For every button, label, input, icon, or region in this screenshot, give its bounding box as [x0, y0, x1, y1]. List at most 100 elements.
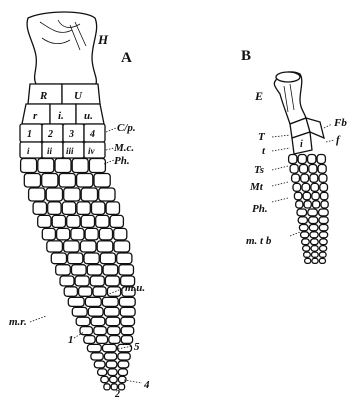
phalanx-bone: [67, 215, 80, 227]
phalanx-bone: [52, 215, 65, 227]
phalanx-bone: [99, 228, 112, 240]
label-fibula: Fb: [333, 117, 347, 129]
phalanx-bone: [110, 376, 118, 382]
phalanx-bone: [302, 183, 310, 191]
phalanx-bone: [92, 202, 105, 215]
label-fib-small: f: [336, 134, 341, 146]
label-radiale: R: [39, 90, 47, 102]
phalanx-bone: [57, 228, 70, 240]
label-digit-2: 2: [114, 389, 120, 400]
label-metacarpal: M.c.: [113, 142, 134, 154]
phalanx-bone: [38, 215, 51, 227]
phalanx-bone: [72, 265, 87, 275]
phalanx-bone: [103, 265, 118, 275]
phalanx-bone: [108, 287, 121, 297]
phalanx-bone: [62, 202, 75, 215]
phalanx-bone: [118, 376, 126, 382]
label-metatarsal: Mt: [249, 181, 264, 193]
phalanx-bone: [319, 258, 325, 263]
phalanx-bone: [77, 174, 93, 188]
panel-label-a: A: [121, 50, 132, 66]
panel-label-b: B: [241, 48, 251, 64]
label-carpal-4: 4: [89, 129, 95, 140]
phalanx-bone: [85, 228, 98, 240]
phalanx-bone: [105, 276, 119, 286]
phalanx-bone: [320, 183, 328, 191]
phalanx-bone: [121, 327, 134, 335]
phalanx-bone: [84, 253, 99, 264]
phalanx-bone: [319, 174, 327, 182]
phalanx-bone: [289, 155, 297, 164]
label-margin-ulnar: m.u.: [125, 282, 145, 294]
phalanx-bone: [311, 239, 319, 245]
phalanx-bone: [96, 215, 109, 227]
phalanx-bone: [118, 353, 130, 360]
phalanx-bone: [319, 225, 328, 231]
phalanx-bone: [294, 192, 302, 200]
phalanx-bone: [293, 183, 301, 191]
label-intermedium-b: i: [300, 139, 303, 150]
phalanx-bone: [46, 188, 62, 201]
phalanx-bone: [103, 344, 117, 351]
phalanx-bone: [304, 201, 311, 208]
phalanx-bone: [88, 307, 103, 316]
phalanx-bone: [309, 225, 318, 231]
label-mc-2: ii: [47, 146, 53, 156]
phalanx-bone: [42, 228, 55, 240]
phalanx-bone: [321, 201, 328, 208]
label-digit-4: 4: [143, 379, 150, 391]
phalanx-bone: [21, 159, 37, 173]
phalanx-bone: [29, 188, 45, 201]
phalanx-bone: [64, 287, 77, 297]
phalanx-bone: [51, 253, 66, 264]
phalanx-bone: [118, 369, 127, 376]
phalanx-bone: [60, 276, 74, 286]
phalanx-bone: [308, 155, 316, 164]
phalanx-bone: [94, 174, 110, 188]
phalanx-bone: [118, 344, 132, 351]
phalanx-bone: [96, 336, 107, 344]
phalanx-bone: [120, 307, 135, 316]
phalanx-bone: [303, 192, 311, 200]
label-tibia: T: [258, 131, 266, 143]
phalanx-bone: [298, 155, 306, 164]
metacarpal-2: [42, 142, 63, 158]
phalanx-bone: [75, 276, 89, 286]
phalanx-bone: [106, 361, 117, 368]
phalanges-grid-b: [289, 155, 329, 264]
phalanx-bone: [109, 336, 120, 344]
phalanx-bone: [104, 384, 110, 390]
phalanx-bone: [319, 232, 327, 238]
phalanx-bone: [309, 165, 317, 174]
humerus-bone: [27, 12, 97, 84]
figure-b: B E Fb f T t i Ts Mt Ph. m. t b: [241, 48, 347, 263]
phalanx-bone: [320, 239, 328, 245]
phalanx-bone: [290, 165, 298, 174]
phalanx-bone: [117, 253, 132, 264]
phalanx-bone: [47, 241, 63, 252]
label-carpal-2: 2: [47, 129, 53, 140]
phalanx-bone: [91, 317, 105, 325]
phalanx-bone: [299, 225, 308, 231]
phalanx-bone: [311, 246, 318, 252]
metacarpal-1: [20, 142, 42, 158]
phalanx-bone: [97, 241, 113, 252]
figure-a: A H R U r i. u. 1 2 3 4 i ii iii iv C/p.…: [9, 12, 150, 400]
label-carpale: C/p.: [117, 122, 136, 134]
label-tib-small: t: [262, 145, 266, 157]
phalanx-bone: [114, 241, 130, 252]
phalanx-bone: [72, 159, 88, 173]
phalanx-bone: [80, 241, 96, 252]
phalanx-bone: [320, 246, 327, 252]
phalanx-bone: [64, 188, 80, 201]
label-margin-radial: m.r.: [9, 316, 27, 328]
phalanx-bone: [312, 258, 318, 263]
phalanx-bone: [303, 246, 310, 252]
phalanx-bone: [309, 217, 318, 224]
phalanx-bone: [55, 159, 71, 173]
phalanx-bone: [308, 209, 318, 216]
phalanx-bone: [81, 188, 97, 201]
phalanx-bone: [298, 217, 307, 224]
phalanx-bone: [85, 297, 101, 306]
